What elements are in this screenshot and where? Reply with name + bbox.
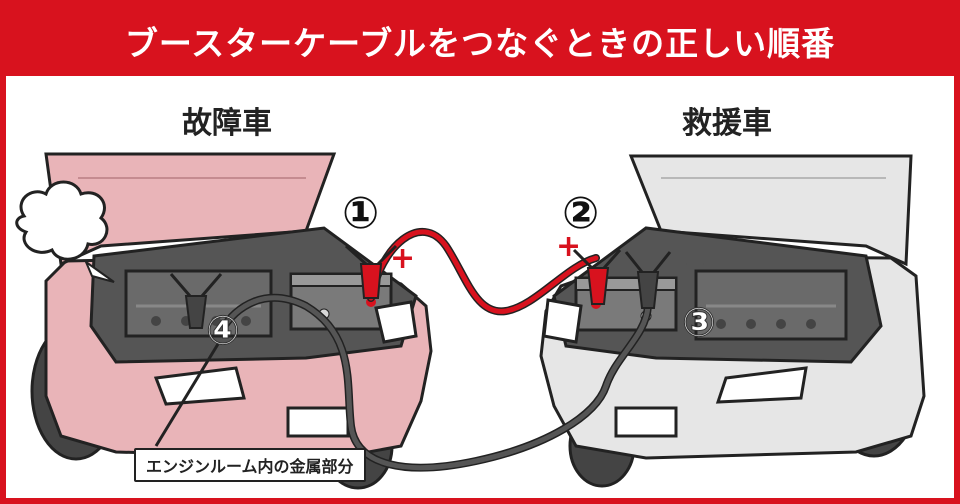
rescue-car-label: 救援車 <box>682 106 772 141</box>
rescue-car <box>539 154 926 488</box>
callout-leader-line <box>154 343 220 447</box>
clamp-2-red <box>572 248 622 305</box>
metal-part-callout: エンジンルーム内の金属部分 <box>134 448 366 482</box>
illustration: + + − ① ② ③ ④ <box>15 152 926 490</box>
smoke-icon <box>15 180 109 261</box>
step-3-marker: ③ <box>682 300 716 346</box>
broken-car-label: 故障車 <box>182 106 272 141</box>
step-4-marker: ④ <box>206 308 240 354</box>
broken-car-plus-sign: + <box>390 241 415 276</box>
clamp-3-black <box>624 251 672 309</box>
rescue-car-minus-sign: − <box>684 249 706 279</box>
step-2-marker: ② <box>562 188 599 239</box>
rescue-car-headlight <box>715 366 808 404</box>
broken-car <box>15 152 433 490</box>
broken-car-plate <box>286 406 350 438</box>
broken-car-headlight <box>153 366 246 406</box>
rescue-car-plate <box>614 406 678 438</box>
black-booster-cable <box>218 295 651 471</box>
step-1-marker: ① <box>342 188 379 239</box>
rescue-car-plus-sign: + <box>556 229 581 264</box>
clamp-1-red <box>344 244 398 299</box>
red-booster-cable <box>368 229 599 314</box>
rescue-car-hood <box>628 154 913 267</box>
clamp-4-black <box>169 273 223 329</box>
title-banner: ブースターケーブルをつなぐときの正しい順番 <box>6 6 954 76</box>
